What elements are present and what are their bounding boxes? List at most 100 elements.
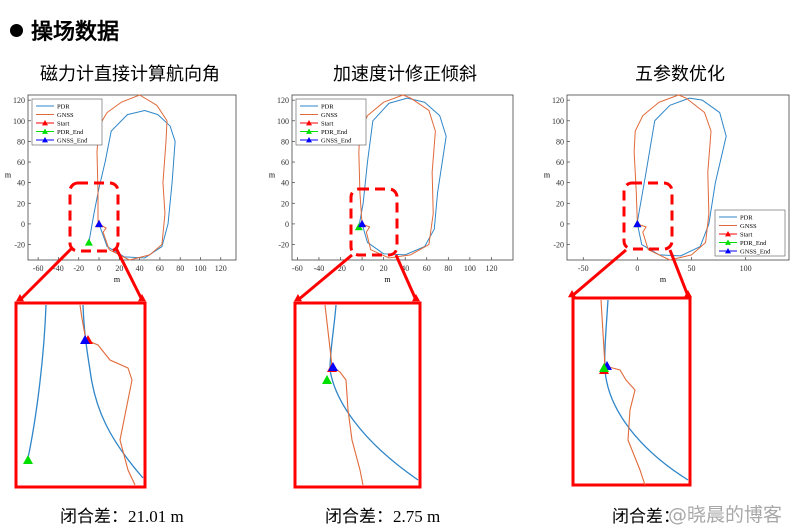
x-tick-label: 120 — [215, 264, 227, 273]
legend — [31, 98, 103, 146]
x-tick-label: -40 — [314, 264, 325, 273]
y-tick-label: 40 — [556, 179, 564, 188]
y-tick-label: -20 — [553, 241, 564, 250]
legend-entry: PDR — [740, 215, 753, 222]
y-tick-label: 120 — [552, 96, 564, 105]
inset-pdr-line — [27, 304, 144, 479]
closure-value: 2.75 m — [393, 507, 441, 526]
legend — [295, 98, 367, 146]
x-tick-label: 50 — [688, 264, 696, 273]
pdr-end-marker — [84, 238, 93, 246]
x-tick-label: 0 — [360, 264, 364, 273]
zoom-inset — [293, 301, 422, 489]
y-tick-label: 120 — [13, 96, 25, 105]
legend-entry: GNSS — [740, 223, 757, 230]
x-tick-label: -60 — [292, 264, 303, 273]
x-tick-label: -20 — [73, 264, 84, 273]
gnss-end-marker — [633, 219, 642, 228]
legend-entry: GNSS_End — [321, 138, 352, 145]
arrowhead-icon — [16, 294, 24, 302]
y-tick-label: -20 — [278, 241, 289, 250]
y-tick-label: 40 — [17, 179, 25, 188]
closure-label: 闭合差： — [60, 507, 128, 526]
y-tick-label: 0 — [560, 220, 564, 229]
inset-gnss-line — [600, 299, 646, 486]
series-gnss-line — [96, 94, 168, 261]
inset-pdr-end-marker — [599, 363, 609, 372]
panel-title-1: 磁力计直接计算航向角 — [40, 64, 220, 85]
zoom-connector-arrow — [18, 246, 74, 302]
y-tick-label: 20 — [17, 199, 25, 208]
legend-entry: PDR — [321, 104, 334, 111]
closure-error-2: 闭合差：2.75 m — [325, 502, 440, 527]
x-axis-label: m — [114, 275, 121, 284]
inset-pdr-end-marker — [23, 455, 33, 464]
x-tick-label: -60 — [33, 264, 44, 273]
series-gnss-line — [633, 94, 712, 261]
y-tick-label: 20 — [281, 199, 289, 208]
x-tick-label: 60 — [423, 264, 431, 273]
inset-pdr-line — [604, 299, 689, 481]
legend-entry: PDR_End — [321, 129, 348, 136]
y-tick-label: 80 — [556, 137, 564, 146]
zoom-inset — [14, 301, 147, 489]
y-tick-label: 60 — [556, 158, 564, 167]
section-title-text: 操场数据 — [31, 20, 120, 45]
legend-marker — [42, 137, 48, 143]
x-tick-label: -20 — [335, 264, 346, 273]
legend-entry: GNSS — [57, 112, 74, 119]
closure-label: 闭合差： — [325, 507, 393, 526]
legend-entry: GNSS — [321, 112, 338, 119]
x-tick-label: -50 — [578, 264, 589, 273]
x-tick-label: -40 — [53, 264, 64, 273]
panel-title-2: 加速度计修正倾斜 — [333, 64, 477, 85]
zoom-connector-arrow — [297, 253, 353, 302]
arrowhead-icon — [684, 290, 692, 298]
zoom-inset — [571, 296, 692, 487]
y-tick-label: -20 — [14, 241, 25, 250]
zoom-connector-arrow — [571, 248, 627, 298]
y-axis-label: m — [269, 171, 276, 180]
highlight-region — [622, 181, 674, 251]
watermark: @晓晨的博客 — [668, 504, 783, 526]
legend-entry: Start — [57, 121, 69, 128]
y-tick-label: 60 — [17, 158, 25, 167]
y-axis-label: m — [5, 171, 12, 180]
zoom-connector-arrow — [668, 249, 690, 297]
y-tick-label: 80 — [281, 137, 289, 146]
legend-entry: GNSS_End — [740, 249, 771, 256]
section-title: 操场数据 — [10, 14, 119, 46]
gnss-end-marker — [358, 219, 367, 228]
gnss-end-marker — [95, 219, 104, 228]
x-tick-label: 120 — [485, 264, 497, 273]
y-tick-label: 20 — [556, 199, 564, 208]
x-tick-label: 0 — [635, 264, 639, 273]
y-tick-label: 100 — [552, 117, 564, 126]
legend-entry: Start — [321, 121, 333, 128]
closure-error-1: 闭合差：21.01 m — [60, 502, 184, 527]
y-tick-label: 0 — [21, 220, 25, 229]
x-tick-label: 100 — [194, 264, 206, 273]
arrowhead-icon — [138, 294, 146, 302]
x-tick-label: 100 — [740, 264, 752, 273]
y-tick-label: 100 — [277, 117, 289, 126]
zoom-connector-arrow — [394, 254, 418, 301]
legend-marker — [725, 231, 731, 237]
x-tick-label: 60 — [156, 264, 164, 273]
x-tick-label: 80 — [176, 264, 184, 273]
x-axis-label: m — [660, 275, 667, 284]
inset-gnss-line — [324, 304, 364, 486]
inset-gnss-end-marker — [328, 362, 338, 371]
y-axis-label: m — [544, 171, 551, 180]
x-tick-label: 0 — [97, 264, 101, 273]
x-tick-label: 20 — [380, 264, 388, 273]
y-tick-label: 0 — [285, 220, 289, 229]
x-tick-label: 40 — [401, 264, 409, 273]
x-axis-label: m — [384, 275, 391, 284]
x-tick-label: 100 — [464, 264, 476, 273]
legend — [714, 209, 786, 257]
inset-pdr-line — [329, 304, 419, 481]
y-tick-label: 40 — [281, 179, 289, 188]
panel-title-3: 五参数优化 — [635, 64, 725, 85]
